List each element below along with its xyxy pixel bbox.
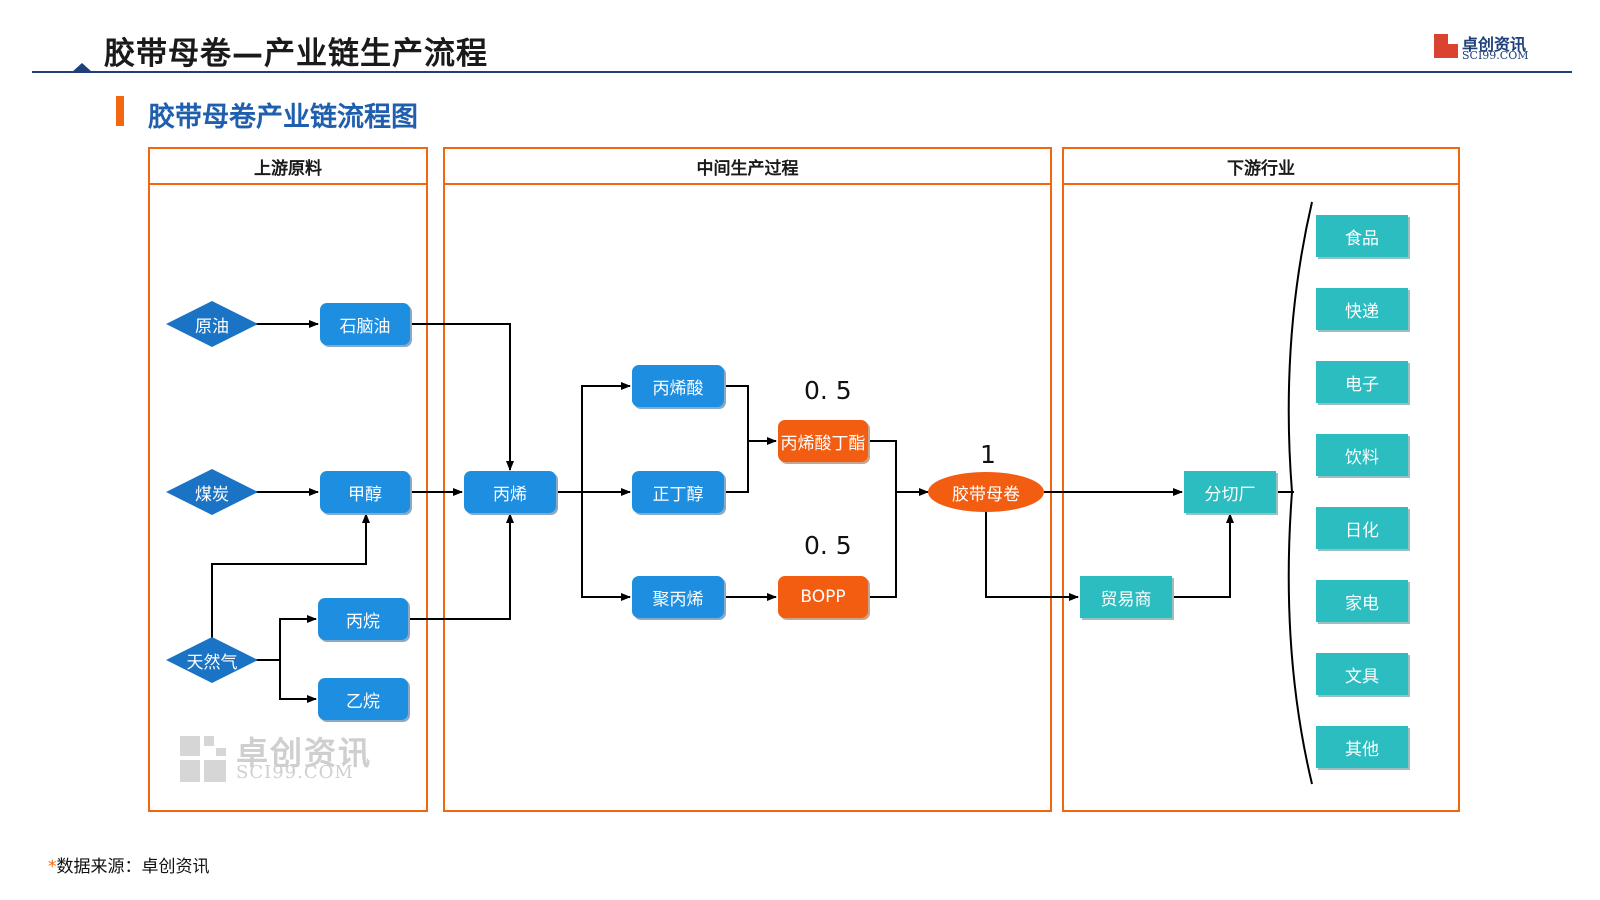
node-ethane: 乙烷: [318, 678, 408, 720]
arrow-propylene-to-pp: [581, 492, 631, 601]
arrow-ba-to-tape: [868, 440, 929, 496]
industry-item: 其他: [1316, 726, 1408, 768]
diamond-coal: [166, 469, 258, 515]
diamond-crude-oil: [166, 301, 258, 347]
data-source-note: *数据来源：卓创资讯: [48, 852, 210, 877]
node-coal: 煤炭: [195, 484, 229, 505]
arrow-trader-to-slitting: [1172, 513, 1234, 598]
header-divider: [32, 71, 1572, 73]
node-tape-roll: 胶带母卷: [928, 472, 1044, 512]
arrow-tape-to-trader: [985, 512, 1079, 601]
node-natural-gas: 天然气: [186, 652, 238, 673]
industry-item: 文具: [1316, 653, 1408, 695]
node-crude-oil: 原油: [195, 316, 229, 337]
watermark-name: 卓创资讯: [236, 734, 373, 772]
arrow-gas-to-ethane: [279, 660, 317, 703]
panel-middle-title: 中间生产过程: [445, 149, 1050, 185]
node-propylene: 丙烯: [464, 471, 556, 513]
ratio-tape-roll: 1: [980, 440, 996, 469]
node-acrylic-acid: 丙烯酸: [632, 365, 724, 407]
node-butyl-acrylate: 丙烯酸丁酯: [778, 420, 868, 462]
arrow-bopp-to-tape: [868, 492, 897, 598]
panel-downstream-title: 下游行业: [1064, 149, 1458, 185]
logo-url: SCI99.COM: [1462, 49, 1529, 62]
node-slitting-plant: 分切厂: [1184, 471, 1276, 513]
header-divider-marker: [72, 63, 92, 72]
logo-icon: [1434, 34, 1458, 58]
node-polypropylene: 聚丙烯: [632, 576, 724, 618]
node-methanol: 甲醇: [320, 471, 410, 513]
arrow-propylene-to-acrylic: [581, 382, 631, 492]
arrow-propane-to-propylene: [408, 513, 514, 620]
arrow-gas-to-methanol: [211, 513, 370, 642]
industry-item: 日化: [1316, 507, 1408, 549]
ratio-bopp: 0. 5: [804, 531, 852, 560]
industry-item: 家电: [1316, 580, 1408, 622]
industries-brace: [1287, 201, 1313, 785]
industry-item: 快递: [1316, 288, 1408, 330]
watermark-logo-icon: [180, 736, 226, 782]
industry-item: 食品: [1316, 215, 1408, 257]
node-bopp: BOPP: [778, 576, 868, 618]
node-propane: 丙烷: [318, 598, 408, 640]
subtitle-accent-bar: [116, 96, 124, 126]
arrow-naphtha-to-propylene: [410, 323, 514, 471]
panel-downstream: 下游行业: [1062, 147, 1460, 812]
node-n-butanol: 正丁醇: [632, 471, 724, 513]
node-trader: 贸易商: [1080, 576, 1172, 618]
industry-item: 饮料: [1316, 434, 1408, 476]
ratio-butyl-acrylate: 0. 5: [804, 376, 852, 405]
arrow-butanol-to-ba: [724, 441, 749, 493]
panel-upstream: 上游原料: [148, 147, 428, 812]
watermark-url: SCI99.COM: [236, 762, 354, 783]
arrow-gas-branch: [256, 615, 317, 661]
industry-item: 电子: [1316, 361, 1408, 403]
logo-name: 卓创资讯: [1462, 35, 1527, 54]
source-asterisk: *: [48, 857, 57, 877]
source-text: 数据来源：卓创资讯: [56, 857, 210, 877]
node-naphtha: 石脑油: [320, 303, 410, 345]
section-subtitle: 胶带母卷产业链流程图: [148, 102, 418, 133]
page-title: 胶带母卷—产业链生产流程: [104, 36, 488, 72]
panel-upstream-title: 上游原料: [150, 149, 426, 185]
panel-middle: 中间生产过程: [443, 147, 1052, 812]
diamond-natural-gas: [166, 637, 258, 683]
arrow-acrylic-to-ba: [724, 385, 777, 445]
